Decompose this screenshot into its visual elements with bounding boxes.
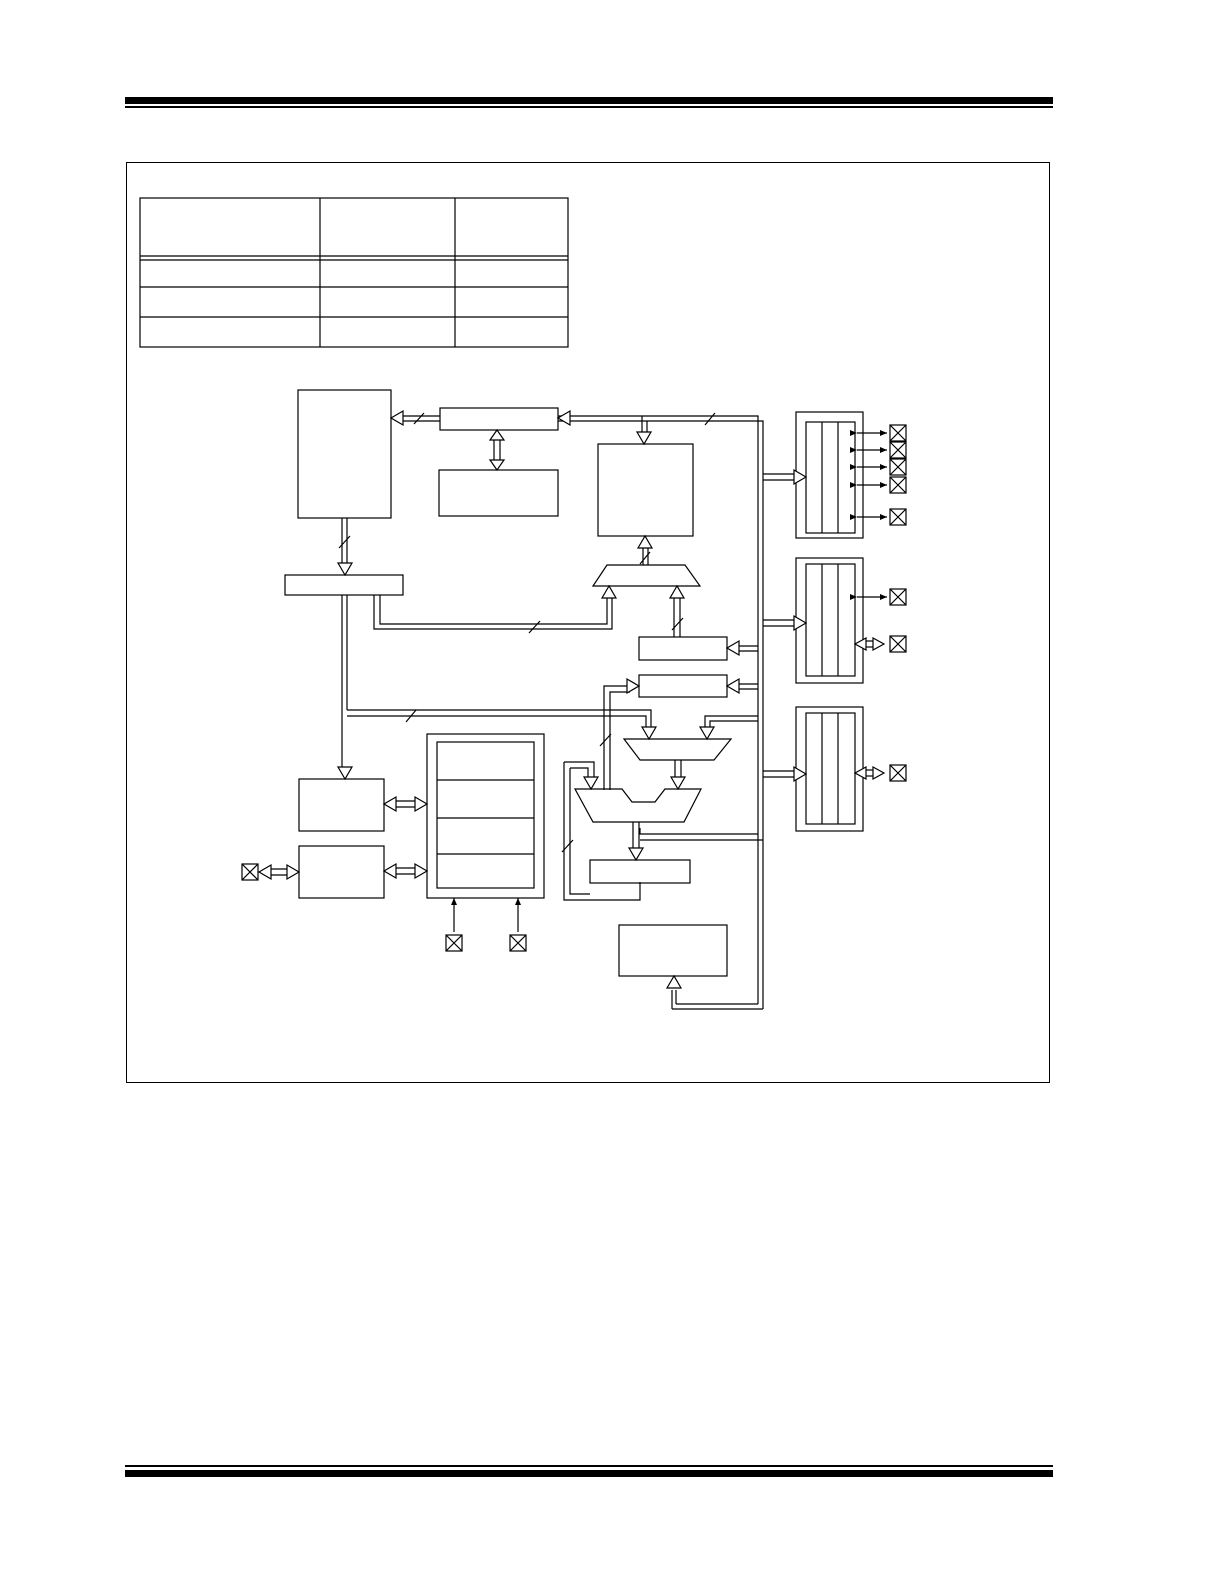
pin-bus-lines bbox=[866, 640, 873, 777]
port-block-b bbox=[795, 557, 864, 684]
pin-icon bbox=[445, 934, 463, 952]
figure-frame bbox=[126, 162, 1050, 1083]
instruction-bus bbox=[341, 595, 652, 770]
table-border bbox=[139, 197, 569, 348]
footer-rule-thin bbox=[125, 1465, 1053, 1467]
alu-feedback-outline bbox=[563, 762, 641, 901]
timing-generation-block bbox=[298, 845, 385, 899]
pin-icon bbox=[889, 476, 907, 494]
w-register-block bbox=[589, 859, 691, 884]
pin-icon bbox=[889, 458, 907, 476]
instruction-decode-block bbox=[298, 778, 385, 832]
stack-block bbox=[438, 469, 559, 517]
pin-icon bbox=[241, 863, 259, 881]
alu-feedback-inner bbox=[569, 768, 590, 895]
address-mux-block bbox=[591, 564, 702, 587]
reset-timer-group bbox=[426, 733, 545, 899]
program-counter-block bbox=[439, 407, 559, 431]
instruction-register-block bbox=[284, 574, 404, 596]
io-pins bbox=[241, 424, 907, 952]
port-block-a bbox=[795, 411, 864, 539]
port-block-c bbox=[795, 706, 864, 832]
pin-icon bbox=[889, 588, 907, 606]
signal-arrows bbox=[451, 430, 887, 932]
fsr-register-block bbox=[638, 636, 728, 661]
footer-rule-thick bbox=[125, 1470, 1053, 1477]
direct-address-bus bbox=[373, 594, 681, 637]
reset-timer-inner bbox=[436, 741, 535, 889]
header-rule-thick bbox=[125, 97, 1053, 104]
alu-mux-block bbox=[622, 738, 733, 761]
pin-icon bbox=[889, 764, 907, 782]
data-bus bbox=[558, 415, 795, 1010]
alu-buses bbox=[564, 685, 682, 852]
device-table bbox=[139, 197, 569, 348]
pin-icon bbox=[509, 934, 527, 952]
pin-icon bbox=[889, 508, 907, 526]
pin-icon bbox=[889, 441, 907, 459]
pin-icon bbox=[889, 424, 907, 442]
bus-arrowheads bbox=[257, 409, 886, 989]
alu-block bbox=[573, 788, 702, 823]
program-memory-block bbox=[297, 389, 392, 519]
decode-buses bbox=[266, 800, 420, 876]
pin-icon bbox=[889, 635, 907, 653]
bus-width-marks bbox=[338, 412, 716, 853]
header-rule-thin bbox=[125, 106, 1053, 108]
status-register-block bbox=[638, 674, 728, 698]
peripheral-block bbox=[618, 924, 728, 977]
ram-block bbox=[597, 443, 694, 537]
